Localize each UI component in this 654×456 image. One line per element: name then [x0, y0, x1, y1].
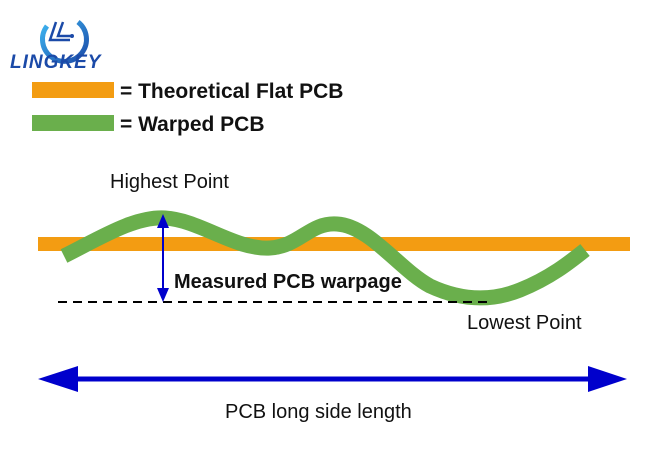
length-arrow — [38, 366, 627, 392]
legend-flat-swatch — [32, 82, 114, 98]
legend-warped-swatch — [32, 115, 114, 131]
warpage-label: Measured PCB warpage — [174, 271, 402, 293]
warped-pcb-curve — [60, 210, 590, 306]
lowest-point-label: Lowest Point — [467, 312, 582, 334]
warpage-arrow — [157, 214, 169, 302]
length-label: PCB long side length — [225, 401, 412, 423]
legend-flat-label: = Theoretical Flat PCB — [120, 80, 344, 103]
legend-warped-label: = Warped PCB — [120, 113, 265, 136]
flat-pcb-bar — [38, 237, 630, 251]
highest-point-label: Highest Point — [110, 171, 229, 193]
logo-icon — [40, 20, 89, 64]
logo-text: LINGKEY — [10, 52, 102, 73]
